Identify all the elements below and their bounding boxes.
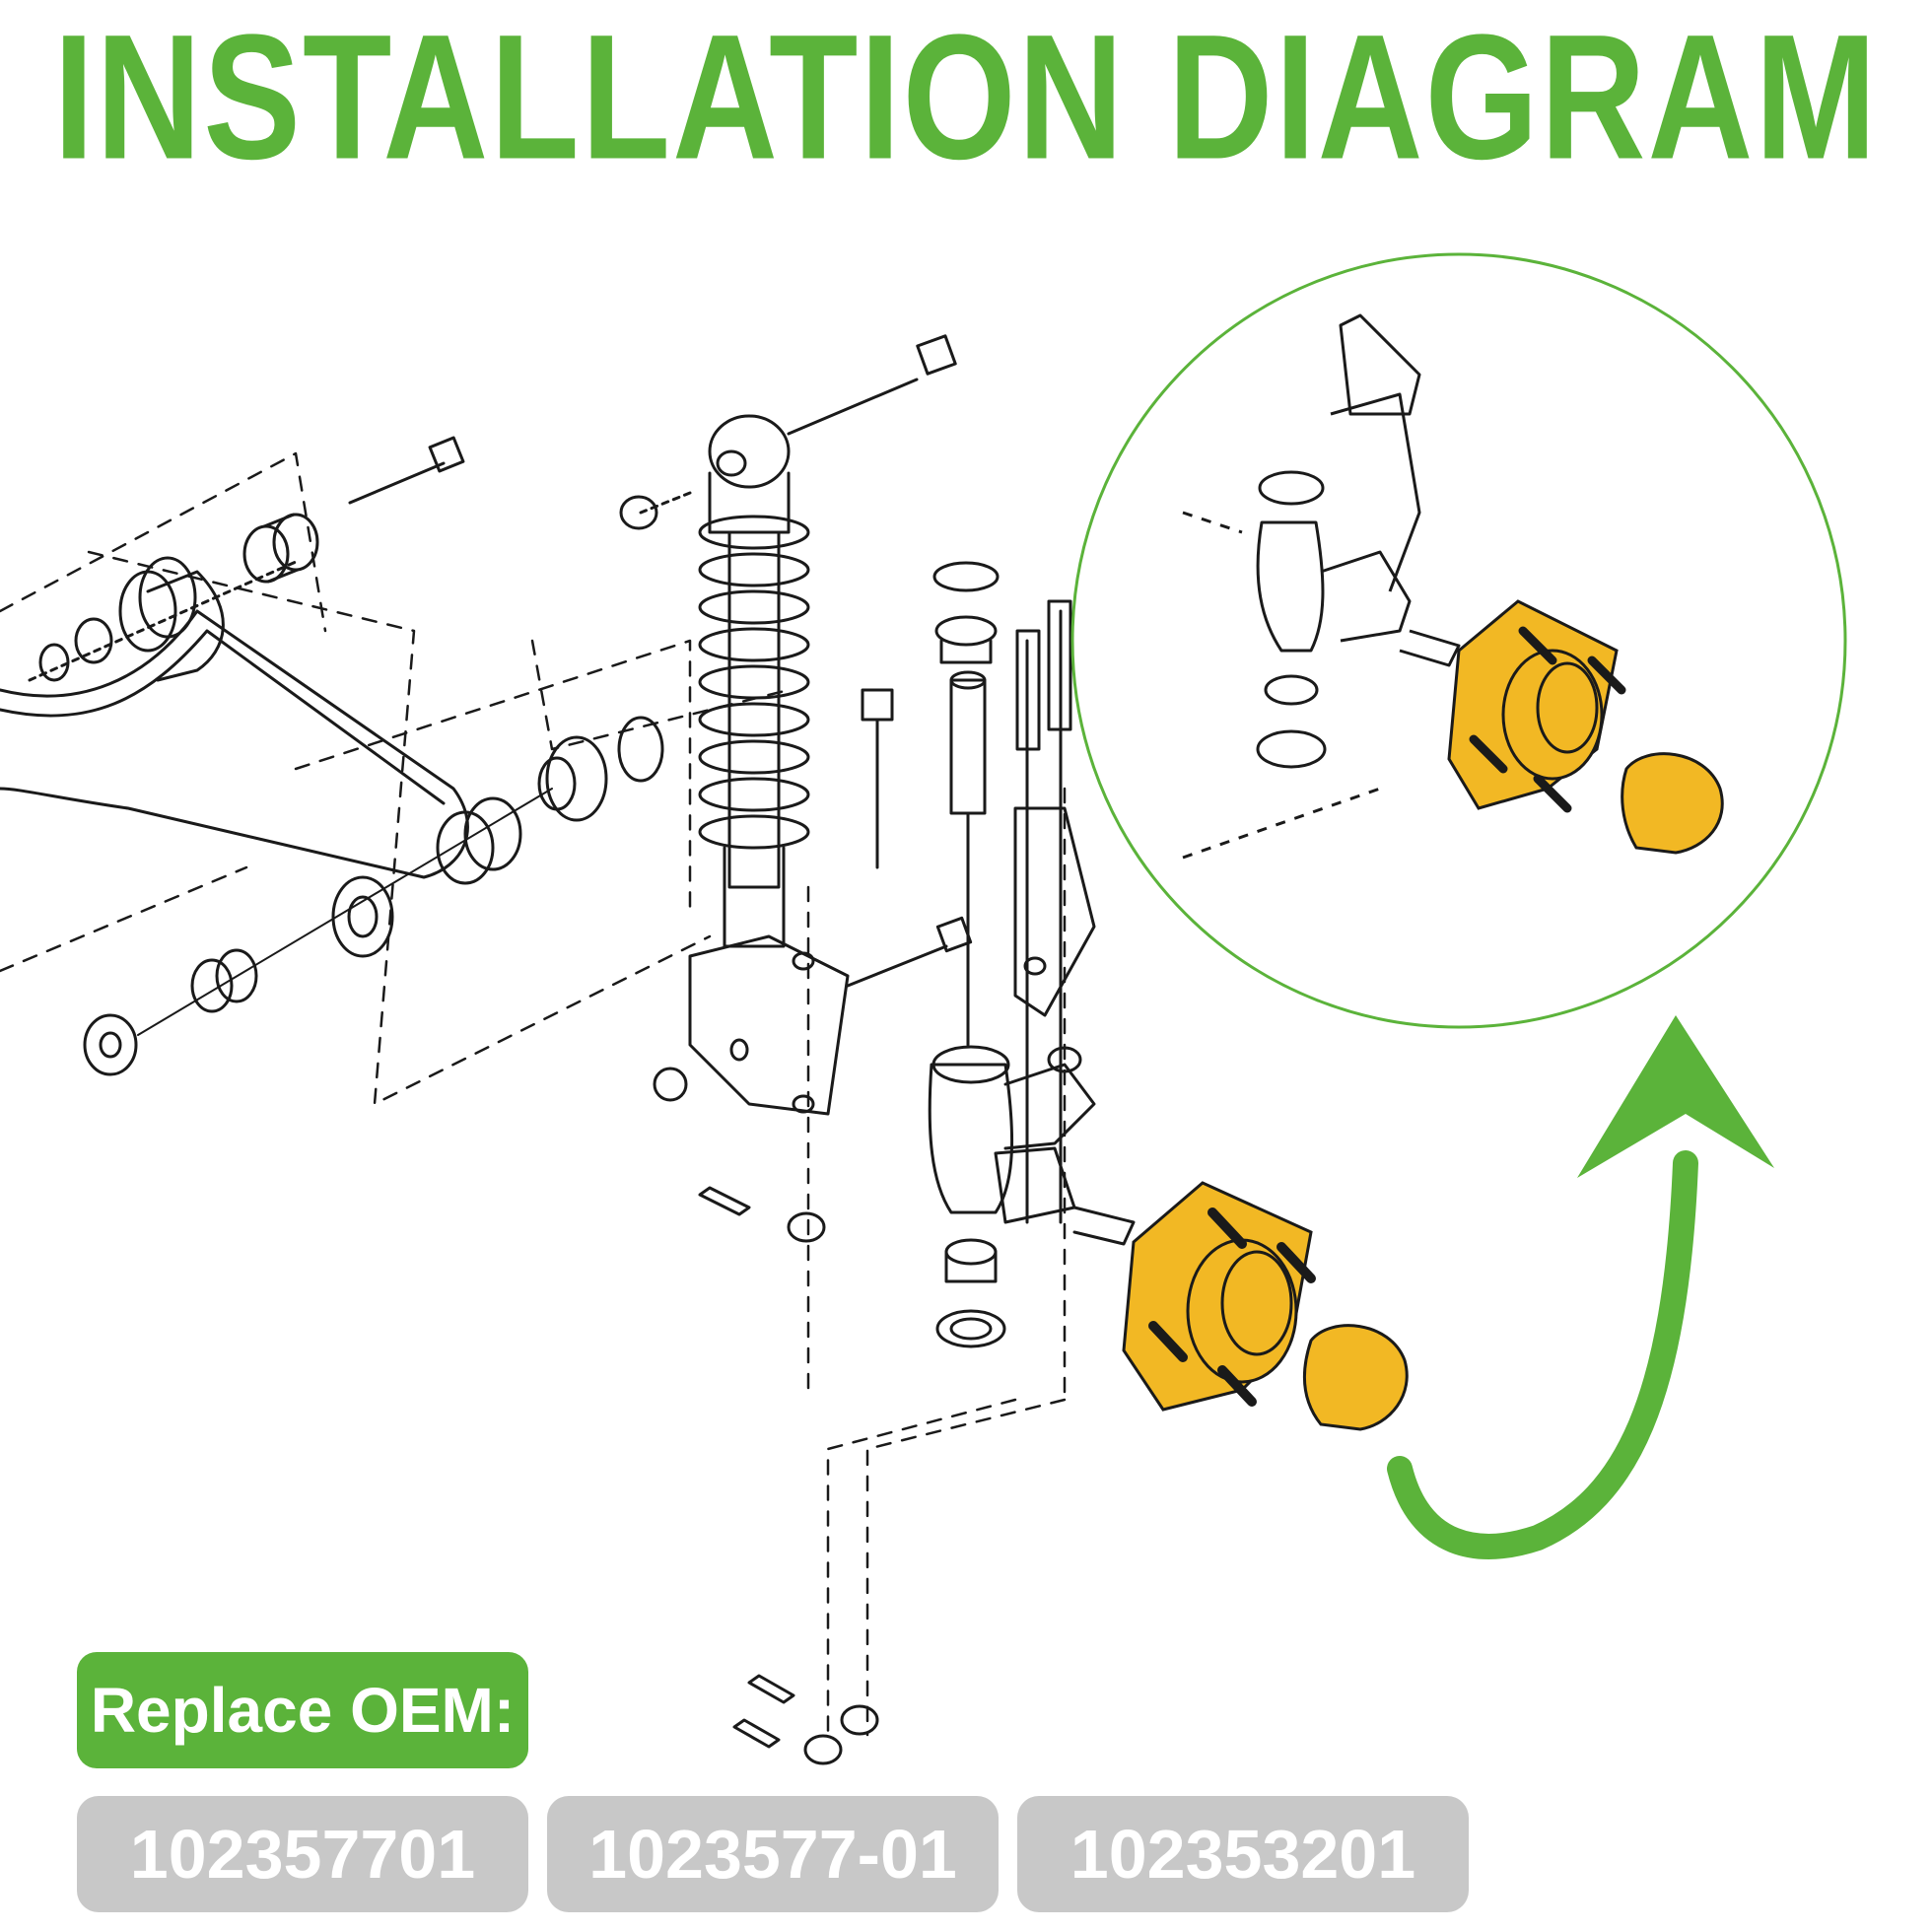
control-arm bbox=[0, 556, 469, 879]
kingpin-stack bbox=[932, 561, 1096, 1224]
part-number-3: 102353201 bbox=[1017, 1796, 1469, 1912]
dashed-guides bbox=[0, 451, 1067, 1737]
wheel-hub-highlight bbox=[1122, 1181, 1409, 1431]
arm-bolts bbox=[28, 436, 553, 1036]
part-number-2: 1023577-01 bbox=[547, 1796, 999, 1912]
page-title: INSTALLATION DIAGRAM bbox=[53, 0, 1879, 197]
arrow-icon bbox=[1387, 1015, 1774, 1559]
zoom-inset bbox=[1070, 252, 1847, 1029]
lower-fasteners bbox=[732, 1674, 879, 1765]
arm-bushings bbox=[38, 513, 664, 1076]
shock-bracket bbox=[653, 688, 973, 1243]
part-number-1: 102357701 bbox=[77, 1796, 528, 1912]
replace-oem-label: Replace OEM: bbox=[77, 1652, 528, 1768]
spindle-knuckle bbox=[928, 1045, 1136, 1348]
coilover-shock bbox=[619, 334, 957, 948]
